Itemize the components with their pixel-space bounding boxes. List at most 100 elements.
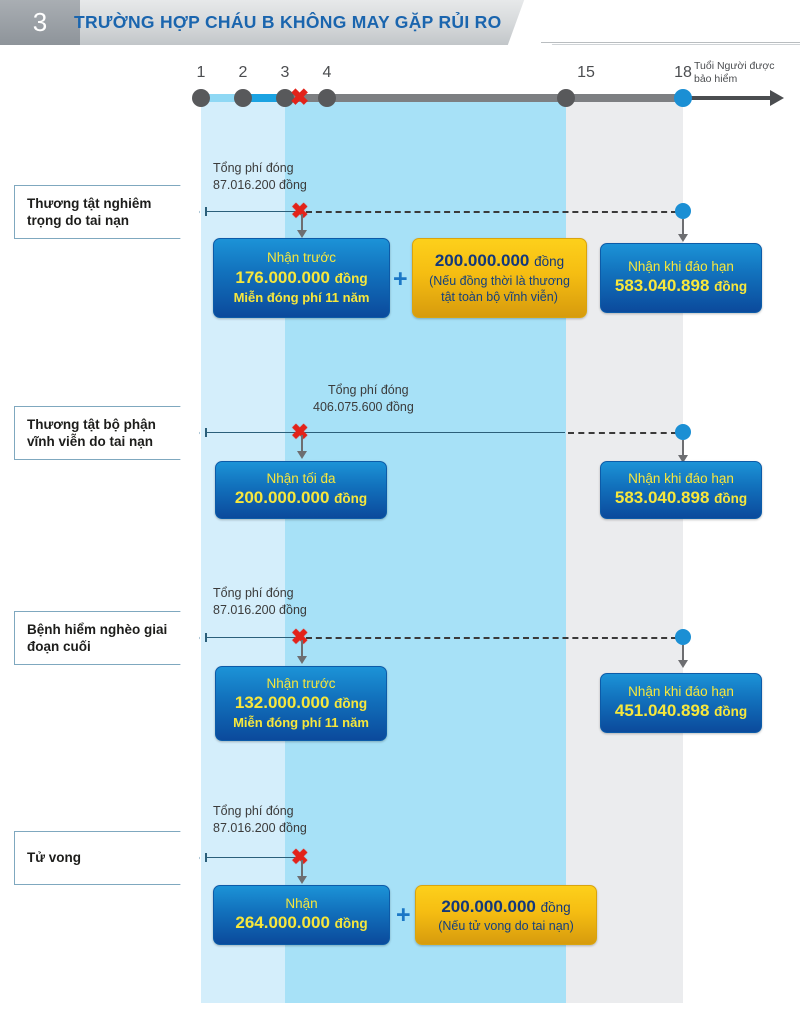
axis-dot-15 <box>557 89 575 107</box>
fee-title-row4: Tổng phí đóng <box>213 804 294 818</box>
page-header: 3 TRƯỜNG HỢP CHÁU B KHÔNG MAY GẶP RỦI RO <box>0 0 800 45</box>
conn-enddot-row2 <box>675 424 691 440</box>
fee-value-row4: 87.016.200 đồng <box>213 821 307 835</box>
maturity-box-row3: Nhận khi đáo hạn 451.040.898 đồng <box>600 673 762 733</box>
conn-solid-row3 <box>205 637 295 638</box>
maturity-amount-unit-row1: đồng <box>714 279 748 295</box>
down-arrow-row2-right <box>678 440 688 464</box>
maturity-amount-unit-row2: đồng <box>714 491 748 507</box>
page-title: TRƯỜNG HỢP CHÁU B KHÔNG MAY GẶP RỦI RO <box>74 12 502 32</box>
bonus-amount-value-row1: 200.000.000 <box>434 251 530 271</box>
maturity-label-row1: Nhận khi đáo hạn <box>628 258 734 274</box>
bonus-note-row1: (Nếu đồng thời là thương tật toàn bộ vĩn… <box>429 273 570 305</box>
axis-tick-label-1: 1 <box>196 64 206 81</box>
down-arrow-row3-left <box>297 640 307 664</box>
maturity-amount-unit-row3: đồng <box>714 704 748 720</box>
payout-amount-value-row2: 200.000.000 <box>234 488 330 508</box>
row-label-death[interactable]: Tử vong <box>14 831 200 885</box>
maturity-amount-value-row3: 451.040.898 <box>614 701 710 721</box>
fee-value-row3: 87.016.200 đồng <box>213 603 307 617</box>
axis-tick-label-15: 15 <box>577 64 595 81</box>
bonus-box-row4: 200.000.000 đồng (Nếu tử vong do tai nạn… <box>415 885 597 945</box>
axis-dot-4 <box>318 89 336 107</box>
payout-amount-value-row1: 176.000.000 <box>235 267 330 287</box>
plus-sign-row1: + <box>393 265 408 293</box>
background-band-age1-3 <box>201 98 285 1003</box>
bonus-amount-row4: 200.000.000 đồng <box>441 896 570 918</box>
payout-box-row4: Nhận 264.000.000 đồng <box>213 885 390 945</box>
bonus-amount-unit-row4: đồng <box>540 899 571 915</box>
axis-segment-3-18 <box>285 94 683 102</box>
axis-caption: Tuổi Người được bảo hiểm <box>694 60 775 86</box>
row-label-text: Bệnh hiểm nghèo giai đoạn cuối <box>27 621 168 654</box>
background-band-age15-18 <box>566 98 683 1003</box>
maturity-box-row1: Nhận khi đáo hạn 583.040.898 đồng <box>600 243 762 313</box>
payout-amount-unit-row2: đồng <box>334 491 368 507</box>
maturity-label-row2: Nhận khi đáo hạn <box>628 470 734 486</box>
fee-title-row1: Tổng phí đóng <box>213 161 294 175</box>
axis-tick-label-3: 3 <box>280 64 290 81</box>
payout-box-row1: Nhận trước 176.000.000 đồng Miễn đóng ph… <box>213 238 390 318</box>
payout-label-row3: Nhận trước <box>266 675 336 691</box>
row-label-severe-disability[interactable]: Thương tật nghiêm trọng do tai nạn <box>14 185 200 239</box>
axis-dot-18 <box>674 89 692 107</box>
background-band-age3-15 <box>285 98 566 1003</box>
plus-sign-row4: + <box>396 901 411 929</box>
conn-solid-row4 <box>205 857 295 858</box>
bonus-amount-value-row4: 200.000.000 <box>441 896 536 916</box>
axis-tick-label-4: 4 <box>322 64 332 81</box>
bonus-amount-unit-row1: đồng <box>534 254 565 270</box>
axis-dot-3 <box>276 89 294 107</box>
down-arrow-row2-left <box>297 435 307 459</box>
payout-amount-unit-row3: đồng <box>334 696 368 712</box>
payout-amount-row1: 176.000.000 đồng <box>235 267 367 290</box>
bonus-box-row1: 200.000.000 đồng (Nếu đồng thời là thươn… <box>412 238 587 318</box>
payout-amount-row2: 200.000.000 đồng <box>235 487 367 510</box>
axis-tail <box>683 96 773 100</box>
axis-risk-x-icon: ✖ <box>290 84 310 110</box>
payout-amount-row4: 264.000.000 đồng <box>235 912 367 935</box>
axis-segment-2-3 <box>243 94 285 102</box>
bonus-amount-row1: 200.000.000 đồng <box>435 250 564 272</box>
payout-box-row3: Nhận trước 132.000.000 đồng Miễn đóng ph… <box>215 666 387 741</box>
section-number: 3 <box>32 7 48 37</box>
risk-x-icon-row1: ✖ <box>291 200 309 223</box>
header-band <box>80 0 550 45</box>
maturity-amount-row1: 583.040.898 đồng <box>615 275 747 298</box>
row-label-text: Tử vong <box>27 850 82 866</box>
axis-segment-1-2 <box>201 94 243 102</box>
axis-dot-2 <box>234 89 252 107</box>
payout-note-row3: Miễn đóng phí 11 năm <box>233 715 369 731</box>
conn-enddot-row3 <box>675 629 691 645</box>
axis-tick-label-2: 2 <box>238 64 248 81</box>
row-label-critical-illness[interactable]: Bệnh hiểm nghèo giai đoạn cuối <box>14 611 200 665</box>
maturity-amount-value-row1: 583.040.898 <box>614 276 710 296</box>
conn-dash-row1 <box>306 211 677 213</box>
maturity-label-row3: Nhận khi đáo hạn <box>628 683 734 699</box>
risk-x-icon-row2: ✖ <box>291 421 309 444</box>
row-label-partial-disability[interactable]: Thương tật bộ phận vĩnh viễn do tai nạn <box>14 406 200 460</box>
payout-note-row1: Miễn đóng phí 11 năm <box>233 289 370 305</box>
payout-amount-row3: 132.000.000 đồng <box>235 692 367 715</box>
risk-x-icon-row4: ✖ <box>291 846 309 869</box>
bonus-note-row4: (Nếu tử vong do tai nạn) <box>438 918 574 933</box>
conn-solid-row1 <box>205 211 295 212</box>
conn-dash-row3 <box>306 637 677 639</box>
conn-enddot-row1 <box>675 203 691 219</box>
down-arrow-row1-left <box>297 214 307 238</box>
payout-label-row4: Nhận <box>285 895 318 911</box>
payout-label-row1: Nhận trước <box>267 250 336 266</box>
axis-dot-1 <box>192 89 210 107</box>
down-arrow-row4 <box>297 860 307 884</box>
payout-label-row2: Nhận tối đa <box>266 470 336 486</box>
fee-value-row1: 87.016.200 đồng <box>213 178 307 192</box>
maturity-amount-row3: 451.040.898 đồng <box>615 700 747 723</box>
conn-solid-row2 <box>205 432 565 433</box>
maturity-box-row2: Nhận khi đáo hạn 583.040.898 đồng <box>600 461 762 519</box>
payout-amount-unit-row4: đồng <box>334 916 368 932</box>
row-label-text: Thương tật bộ phận vĩnh viễn do tai nạn <box>27 416 156 449</box>
row-label-text: Thương tật nghiêm trọng do tai nạn <box>27 195 152 228</box>
risk-x-icon-row3: ✖ <box>291 626 309 649</box>
axis-tick-label-18: 18 <box>674 64 692 81</box>
payout-box-row2: Nhận tối đa 200.000.000 đồng <box>215 461 387 519</box>
